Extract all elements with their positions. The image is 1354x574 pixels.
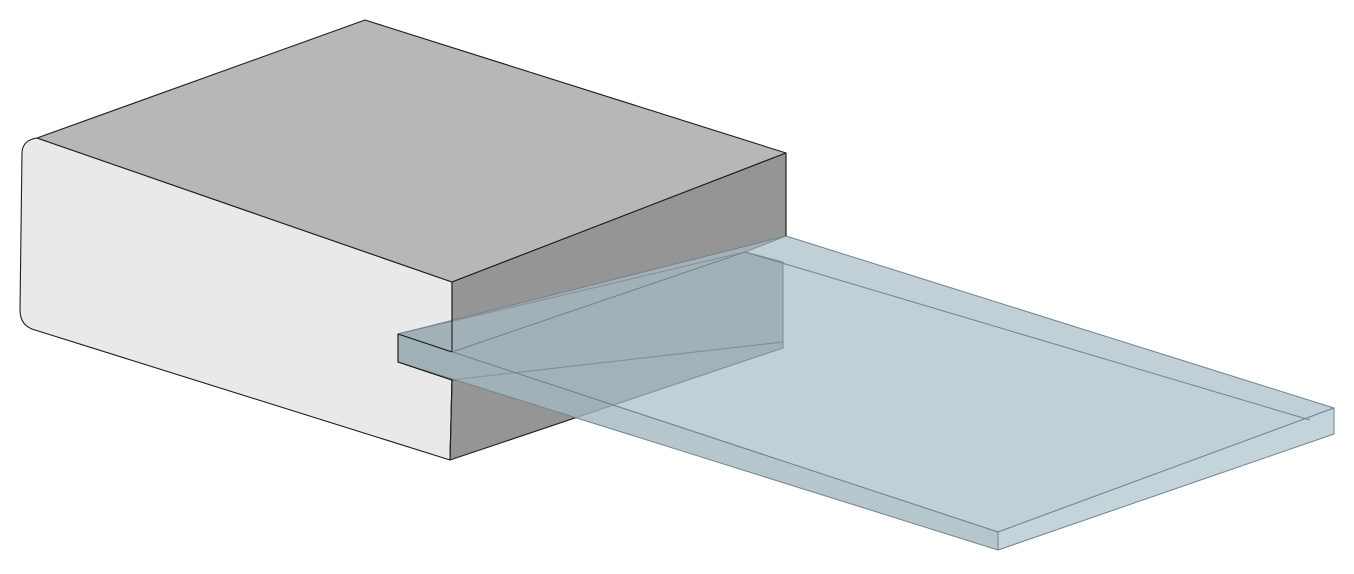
panel-inner-edge-line [451,251,1311,421]
slot-opening-outline [397,333,453,381]
block-vertical-corner-edge [449,282,453,461]
